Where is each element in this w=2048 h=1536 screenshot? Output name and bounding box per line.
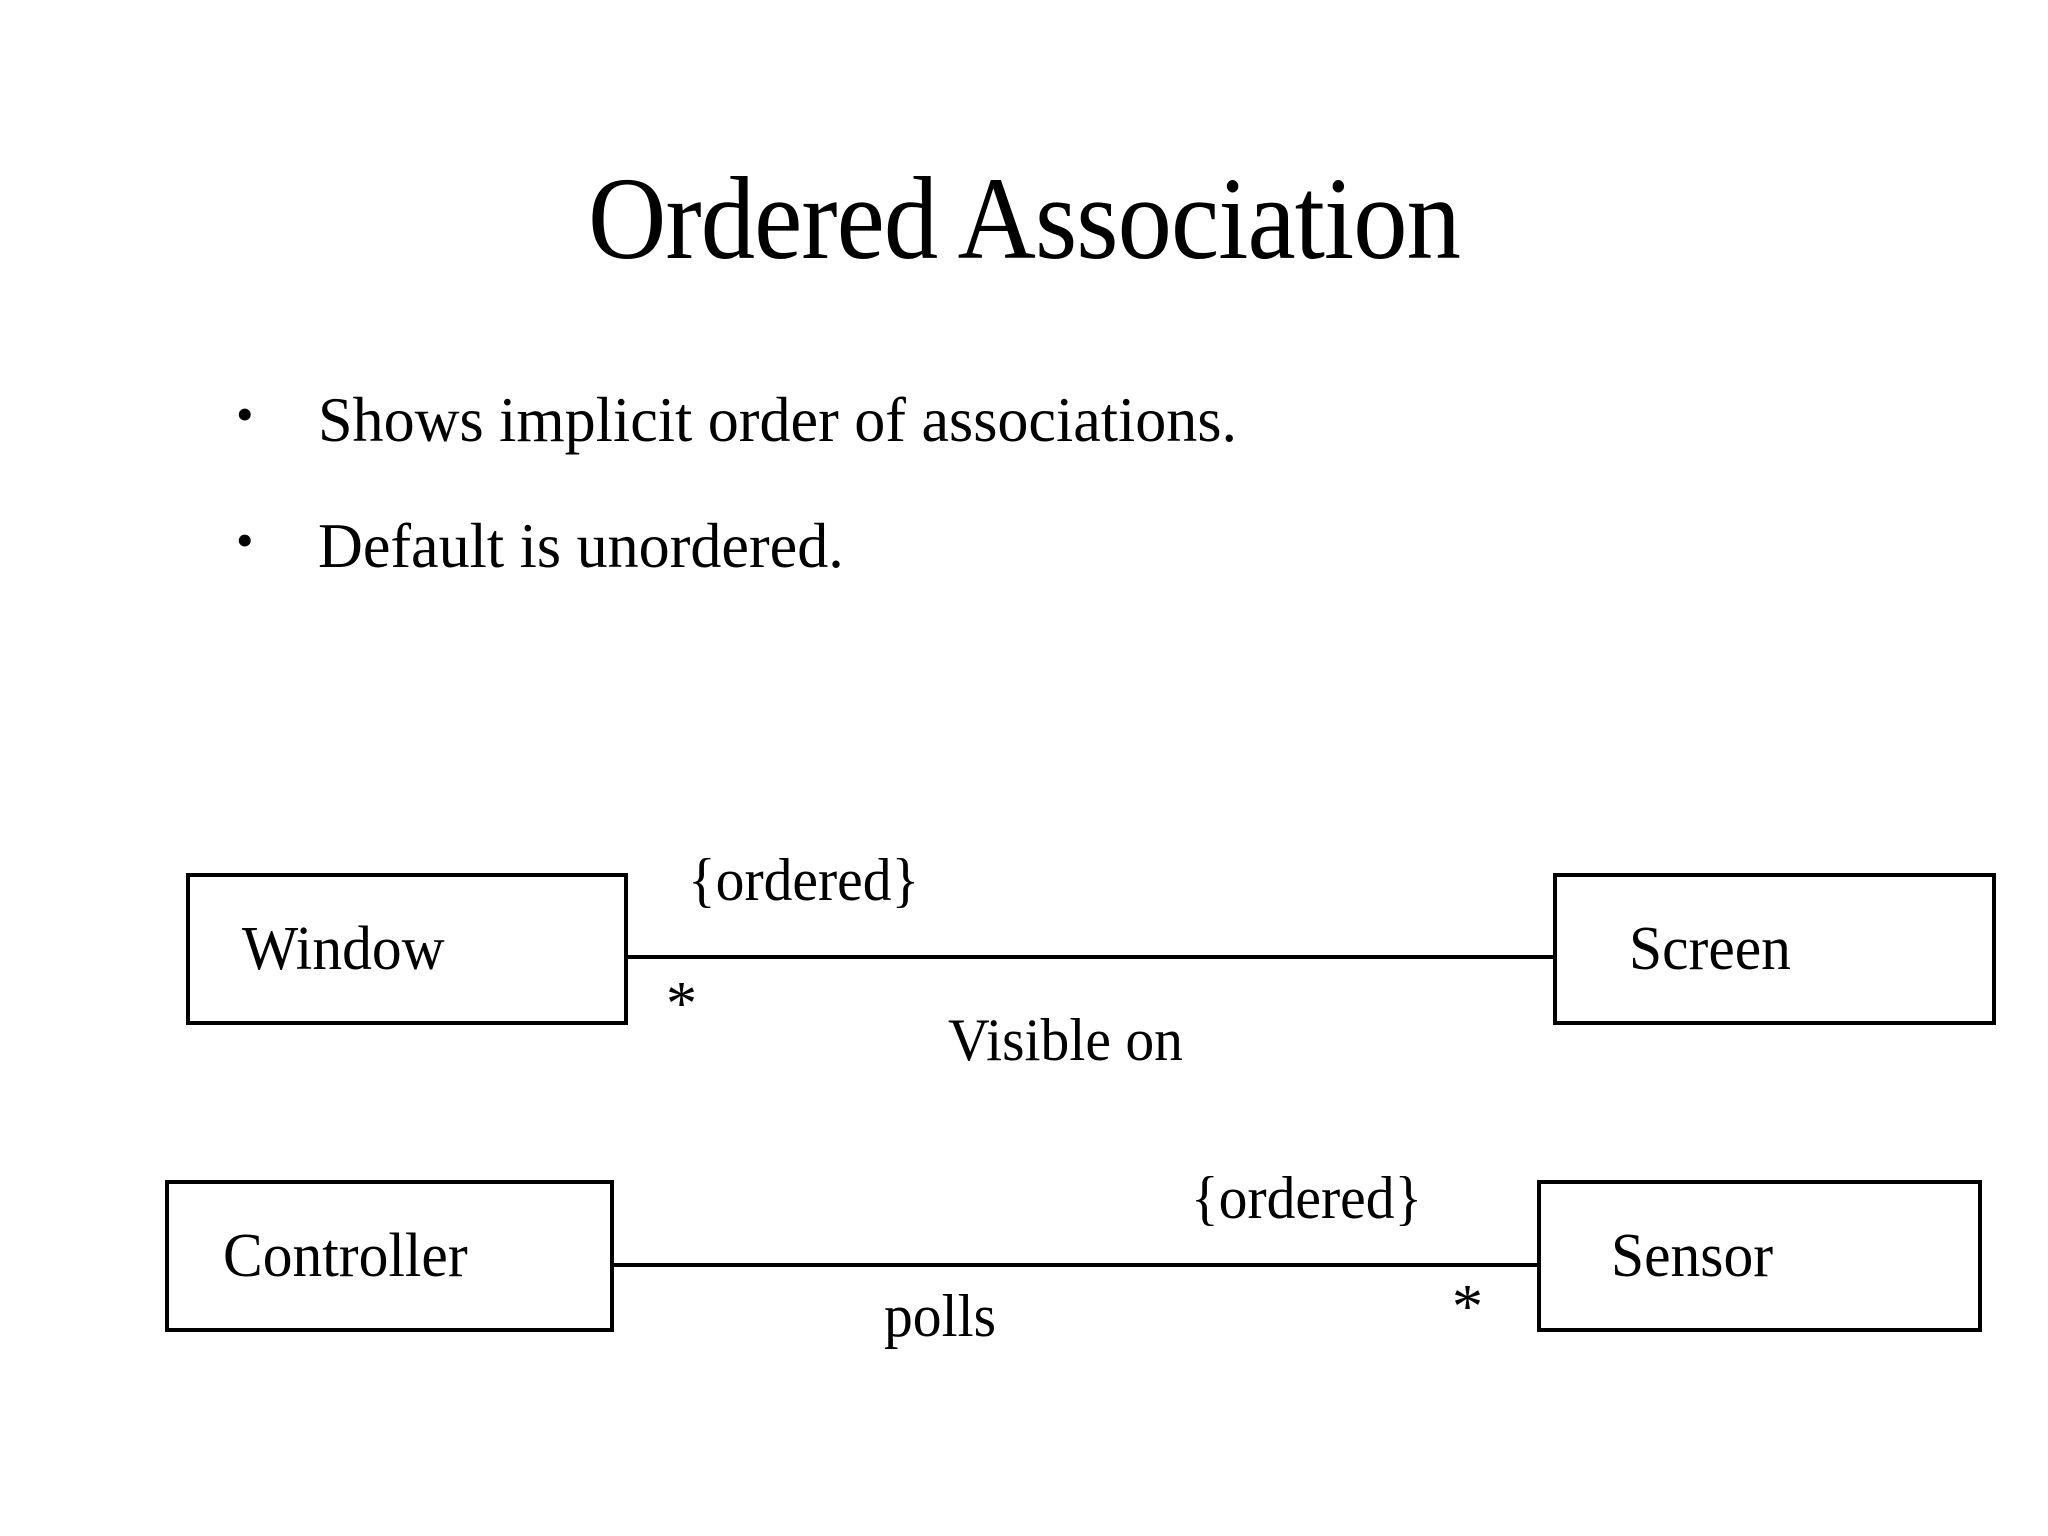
- uml-class-name-sensor: Sensor: [1611, 1222, 1774, 1290]
- multiplicity-label-sensor: *: [1452, 1273, 1483, 1341]
- bullet-point-icon: •: [236, 512, 254, 568]
- bullet-text: Default is unordered.: [318, 510, 844, 581]
- bullet-text: Shows implicit order of associations.: [318, 384, 1238, 455]
- association-line-window-screen: [626, 955, 1555, 959]
- uml-class-box-controller: Controller: [165, 1180, 614, 1332]
- uml-class-name-window: Window: [242, 915, 445, 983]
- association-name-visible-on: Visible on: [948, 1007, 1183, 1073]
- uml-class-box-sensor: Sensor: [1537, 1180, 1982, 1332]
- list-item: • Default is unordered.: [236, 514, 1836, 578]
- bullet-point-icon: •: [236, 386, 254, 442]
- association-line-controller-sensor: [612, 1263, 1539, 1267]
- bullet-list: • Shows implicit order of associations. …: [236, 388, 1836, 640]
- uml-class-box-screen: Screen: [1553, 873, 1996, 1025]
- uml-class-box-window: Window: [186, 873, 628, 1025]
- list-item: • Shows implicit order of associations.: [236, 388, 1836, 452]
- uml-class-name-screen: Screen: [1629, 915, 1791, 983]
- association-name-polls: polls: [884, 1283, 997, 1349]
- constraint-label-ordered-2: {ordered}: [1191, 1165, 1423, 1231]
- multiplicity-label-window: *: [666, 970, 697, 1038]
- page-title: Ordered Association: [588, 153, 1461, 285]
- uml-class-name-controller: Controller: [223, 1222, 468, 1290]
- constraint-label-ordered-1: {ordered}: [688, 847, 920, 913]
